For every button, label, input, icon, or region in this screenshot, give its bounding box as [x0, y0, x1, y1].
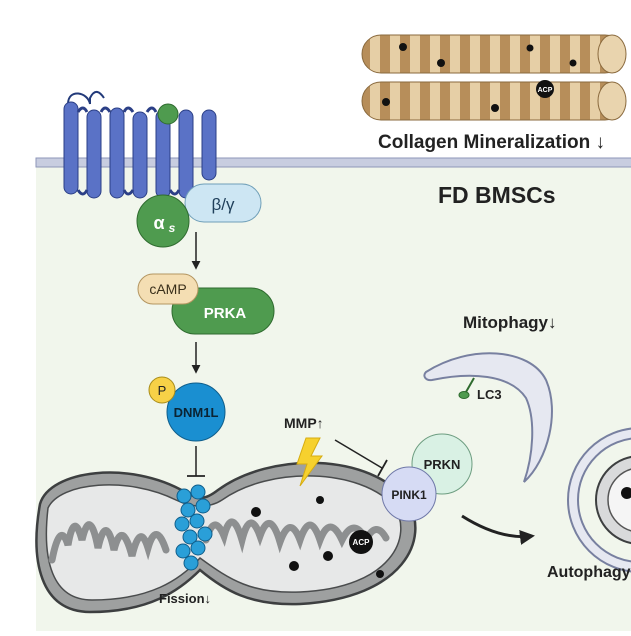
svg-text:DNM1L: DNM1L [174, 405, 219, 420]
acp-particle-mito: ACP [349, 530, 373, 554]
svg-text:PRKA: PRKA [204, 305, 247, 322]
svg-text:P: P [158, 383, 167, 398]
lightning-bolt-icon [296, 437, 323, 487]
fission-label: Fission↓ [159, 591, 211, 606]
dnm1l-oligomer-ring [174, 484, 213, 571]
mitochondrion [35, 461, 417, 614]
svg-text:PRKN: PRKN [424, 457, 461, 472]
phagophore [423, 352, 553, 483]
svg-text:LC3: LC3 [477, 387, 502, 402]
cell-membrane [35, 157, 631, 168]
ligand [157, 103, 179, 125]
autophagy-label: Autophagy [547, 564, 631, 581]
lc3-marker: LC3 [458, 377, 502, 402]
svg-text:ACP: ACP [538, 87, 553, 94]
cell-label: FD BMSCs [438, 182, 556, 208]
svg-text:PINK1: PINK1 [391, 488, 427, 502]
acp-particle-collagen: ACP [536, 80, 554, 98]
svg-text:α: α [153, 213, 164, 233]
inhibit-mmp [334, 439, 388, 477]
mitophagy-label: Mitophagy↓ [463, 313, 557, 332]
svg-text:s: s [169, 221, 176, 235]
arrow-to-autophagy [461, 514, 535, 545]
svg-text:ACP: ACP [353, 538, 371, 547]
mmp-label: MMP↑ [284, 415, 324, 431]
pink1-protein: PINK1 [381, 466, 437, 522]
phosphate: P [148, 376, 176, 404]
collagen-fibril-bottom [361, 81, 627, 121]
autophagosome [567, 427, 631, 573]
collagen-fibril-top [361, 34, 627, 74]
collagen-label: Collagen Mineralization ↓ [378, 132, 605, 153]
prka-complex: PRKA cAMP [137, 273, 275, 335]
g-beta-gamma: β/γ [184, 183, 262, 223]
svg-text:cAMP: cAMP [149, 281, 186, 297]
g-alpha-s: α s [136, 194, 190, 248]
svg-text:β/γ: β/γ [211, 195, 235, 214]
dnm1l-protein: DNM1L [166, 382, 226, 442]
inhibit-dnm1l [187, 446, 205, 477]
gpcr-receptor [63, 91, 217, 199]
